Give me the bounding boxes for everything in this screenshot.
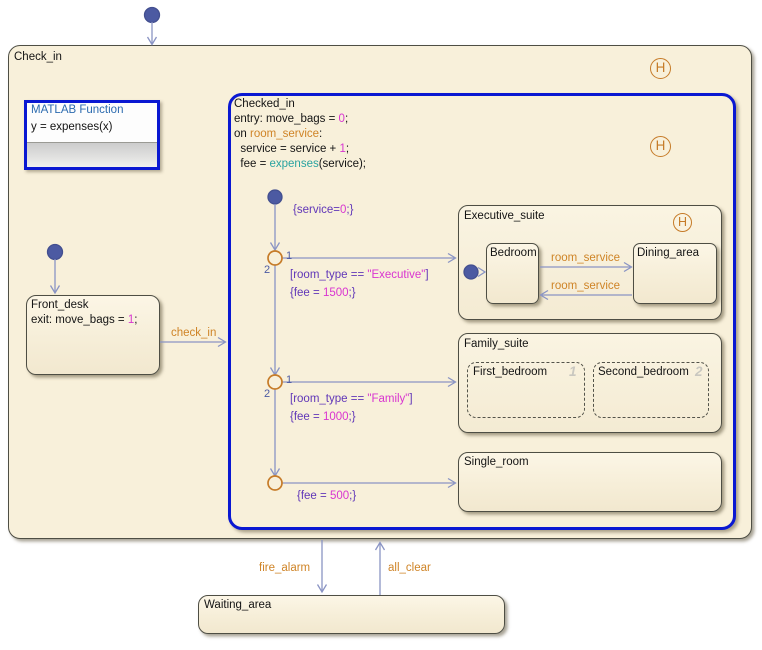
state-label-front-desk: Front_desk: [31, 298, 89, 313]
transition-label-executive-action[interactable]: {fee = 1500;}: [290, 286, 356, 301]
transition-label-family-condition[interactable]: [room_type == "Family"]: [290, 392, 413, 407]
transition-label-check-in[interactable]: check_in: [171, 326, 216, 341]
default-transition-dot-checked-in[interactable]: [268, 190, 282, 204]
history-junction-check-in[interactable]: H: [650, 58, 671, 79]
state-label-single-room: Single_room: [464, 455, 529, 470]
state-label-first-bedroom: First_bedroom: [473, 365, 547, 380]
checked-in-entry-action: entry: move_bags = 0;: [234, 112, 348, 127]
state-label-dining-area: Dining_area: [637, 246, 699, 261]
transition-label-fire-alarm[interactable]: fire_alarm: [259, 561, 310, 576]
junction-2[interactable]: [268, 375, 282, 389]
transition-label-room-service-top[interactable]: room_service: [551, 251, 620, 266]
transition-label-room-service-bottom[interactable]: room_service: [551, 279, 620, 294]
junction2-branch2-order: 2: [264, 388, 270, 400]
state-label-check-in: Check_in: [14, 50, 62, 65]
junction2-branch1-order: 1: [286, 374, 292, 386]
state-label-bedroom: Bedroom: [490, 246, 537, 261]
default-transition-dot-chart[interactable]: [145, 8, 160, 23]
checked-in-fee-stmt: fee = expenses(service);: [234, 157, 366, 172]
state-label-family-suite: Family_suite: [464, 337, 529, 352]
state-label-checked-in: Checked_in: [234, 97, 295, 112]
parallel-order-first-bedroom: 1: [569, 364, 577, 379]
junction1-branch2-order: 2: [264, 264, 270, 276]
history-junction-checked-in[interactable]: H: [650, 136, 671, 157]
checked-in-service-stmt: service = service + 1;: [234, 142, 349, 157]
junction-3[interactable]: [268, 476, 282, 490]
transition-label-single-action[interactable]: {fee = 500;}: [297, 489, 356, 504]
front-desk-exit-action: exit: move_bags = 1;: [31, 313, 137, 328]
transition-label-executive-condition[interactable]: [room_type == "Executive"]: [290, 268, 429, 283]
arrowhead-bedroom-default: [478, 268, 485, 277]
default-transition-dot-front-desk[interactable]: [48, 245, 63, 260]
parallel-order-second-bedroom: 2: [695, 364, 703, 379]
transition-label-service-init[interactable]: {service=0;}: [293, 203, 353, 218]
junction-1[interactable]: [268, 251, 282, 265]
default-transition-dot-executive[interactable]: [464, 265, 478, 279]
state-label-second-bedroom: Second_bedroom: [598, 365, 689, 380]
transition-label-all-clear[interactable]: all_clear: [388, 561, 431, 576]
state-label-waiting-area: Waiting_area: [204, 598, 271, 613]
history-junction-executive-suite[interactable]: H: [673, 213, 692, 232]
junction1-branch1-order: 1: [286, 250, 292, 262]
transition-label-family-action[interactable]: {fee = 1000;}: [290, 410, 356, 425]
state-label-executive-suite: Executive_suite: [464, 209, 545, 224]
checked-in-on-event: on room_service:: [234, 127, 322, 142]
